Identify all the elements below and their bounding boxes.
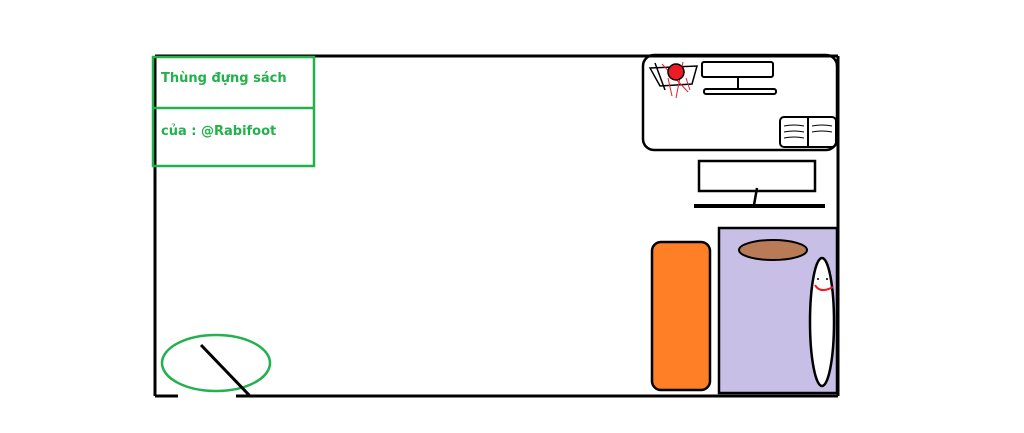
smiley-face-icon xyxy=(808,256,836,388)
red-circle-scribble-icon xyxy=(648,61,698,99)
desk-drawer xyxy=(779,116,837,148)
label-author: của : @Rabifoot xyxy=(161,124,276,139)
ellipse-with-diagonal-line-icon xyxy=(160,333,272,398)
sofa xyxy=(650,240,712,392)
tv-stand xyxy=(694,159,825,208)
desk-monitor xyxy=(701,61,774,78)
desk-area xyxy=(641,53,839,152)
coffee-table xyxy=(738,239,808,261)
label-box: Thùng đựng sách của : @Rabifoot xyxy=(151,55,316,168)
label-title: Thùng đựng sách xyxy=(161,71,287,86)
